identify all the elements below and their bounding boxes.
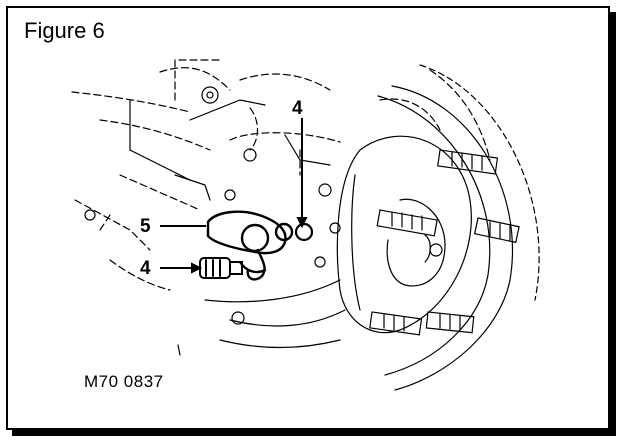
- leader-lines: [160, 118, 308, 274]
- callout-5: 5: [140, 216, 151, 237]
- drawing-code: M70 0837: [84, 372, 164, 391]
- frame-shadow-right: [610, 12, 616, 436]
- callout-4-top: 4: [292, 98, 303, 119]
- brake-disc: [377, 64, 540, 391]
- wheel-studs: [369, 149, 520, 336]
- frame-shadow-bottom: [12, 430, 616, 436]
- wheel-hub: [336, 135, 472, 334]
- o-ring: [294, 222, 314, 242]
- steering-knuckle: [84, 86, 346, 356]
- suspension-arm: [71, 59, 491, 291]
- retaining-bolt: [199, 257, 243, 279]
- callout-4-left: 4: [140, 258, 151, 279]
- figure-title: Figure 6: [24, 18, 105, 43]
